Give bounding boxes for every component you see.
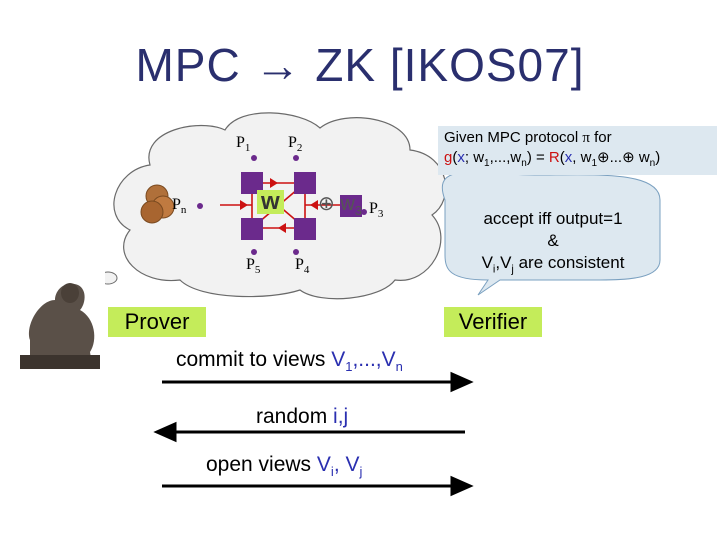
party-box-p3 <box>340 195 362 217</box>
callout-line-2: & <box>547 231 559 250</box>
slide-title: MPC → ZK [IKOS07] <box>0 38 720 92</box>
party-dot <box>361 209 367 215</box>
prover-label: Prover <box>108 307 206 337</box>
party-label-p1: P1 <box>236 134 251 155</box>
title-mpc: MPC <box>135 39 241 91</box>
given-line-2: g(x; w1,...,wn) = R(x, w1⊕...⊕ wn) <box>444 149 661 169</box>
party-label-p4: P4 <box>295 256 310 277</box>
coin-icon <box>140 184 175 224</box>
title-arrow-icon: → <box>254 39 302 91</box>
verifier-decision-callout: accept iff output=1 & Vi,Vj are consiste… <box>448 208 658 280</box>
message-commit: commit to views V1,...,Vn <box>176 348 403 375</box>
party-label-p3: P3 <box>369 200 384 221</box>
party-box-p2 <box>294 172 316 194</box>
thinker-statue-icon <box>10 270 105 370</box>
verifier-label: Verifier <box>444 307 542 337</box>
message-random: random i,j <box>256 405 349 428</box>
party-dot <box>293 155 299 161</box>
message-arrows <box>153 371 474 497</box>
party-box-p1 <box>241 172 263 194</box>
callout-line-3: Vi,Vj are consistent <box>481 253 625 276</box>
given-line-1: Given MPC protocol π for <box>444 129 612 146</box>
witness-share-w3: ⊕ w3 <box>318 193 362 218</box>
title-zk: ZK [IKOS07] <box>315 39 585 91</box>
party-label-p2: P2 <box>288 134 303 155</box>
party-label-pn: Pn <box>172 196 187 217</box>
given-protocol-box: Given MPC protocol π for g(x; w1,...,wn)… <box>438 126 717 175</box>
party-dot <box>251 249 257 255</box>
message-open: open views Vi, Vj <box>206 453 363 480</box>
party-dot <box>251 155 257 161</box>
callout-line-1: accept iff output=1 <box>483 209 623 228</box>
party-dot <box>293 249 299 255</box>
party-label-p5: P5 <box>246 256 261 277</box>
party-dot <box>197 203 203 209</box>
witness-w-label: w <box>257 190 284 214</box>
party-box-p5 <box>241 218 263 240</box>
party-box-p4 <box>294 218 316 240</box>
